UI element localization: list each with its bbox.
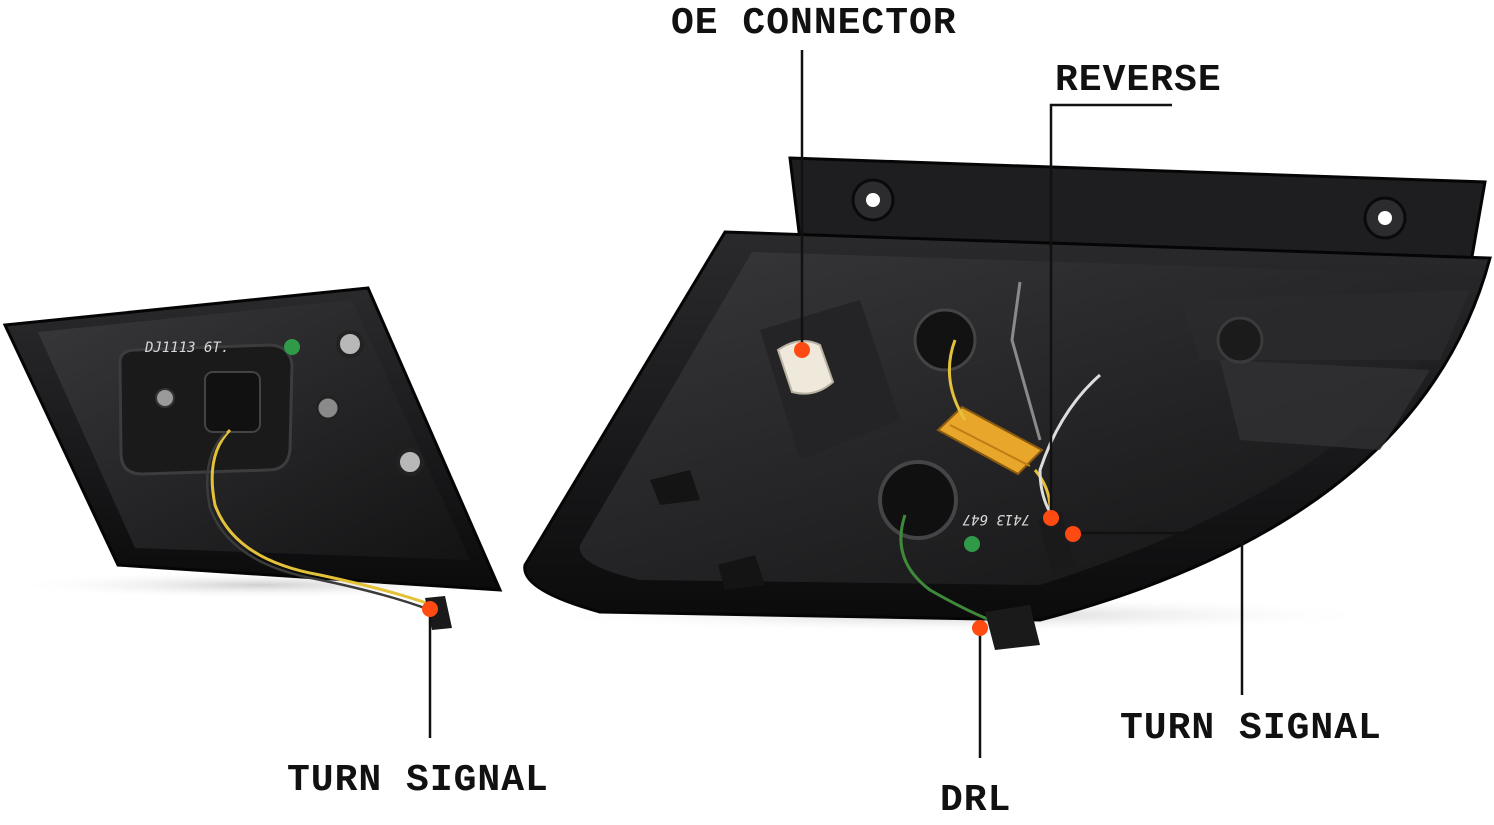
right-lamp-part-stamp: 7413 647 bbox=[962, 511, 1030, 527]
load-resistor bbox=[936, 405, 1044, 476]
reverse-label: REVERSE bbox=[1055, 59, 1222, 102]
reverse-marker bbox=[1043, 510, 1059, 526]
turn-signal-right-leader bbox=[1073, 531, 1244, 695]
leader-lines bbox=[428, 50, 1244, 758]
right-outer-lamp: 7413 647 bbox=[523, 156, 1492, 650]
left-inner-lamp: DJ1113 6T. bbox=[2, 286, 503, 630]
connection-markers bbox=[422, 342, 1081, 636]
turn-signal-left-label: TURN SIGNAL bbox=[287, 759, 549, 802]
oe-connector-label: OE CONNECTOR bbox=[671, 2, 957, 45]
reverse-leader bbox=[1049, 103, 1172, 517]
turn-signal-right-label: TURN SIGNAL bbox=[1120, 707, 1382, 750]
turn-signal-right-marker bbox=[1065, 526, 1081, 542]
turn-signal-left-marker bbox=[422, 601, 438, 617]
oe-connector-marker bbox=[794, 342, 810, 358]
left-lamp-part-stamp: DJ1113 6T. bbox=[144, 340, 229, 356]
drl-marker bbox=[972, 620, 988, 636]
drl-label: DRL bbox=[940, 779, 1012, 822]
